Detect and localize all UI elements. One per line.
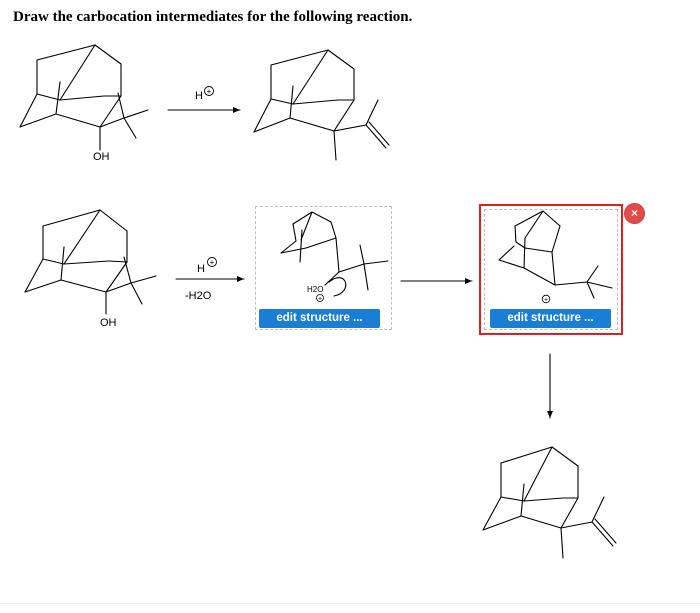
row2-hydroxyl-label: OH [100, 317, 117, 329]
intermediate1-drawing-area[interactable] [255, 206, 392, 330]
row1-hydroxyl-label: OH [93, 151, 110, 163]
row2-proton-charge-icon [207, 257, 217, 267]
edit-structure-button-1[interactable]: edit structure ... [259, 309, 380, 328]
intermediate1-charge-sign: + [318, 296, 322, 303]
intermediate1-structure [280, 211, 389, 297]
intermediate2-structure [498, 210, 613, 299]
row2-reactant-structure [24, 209, 157, 315]
row2-proton-charge-sign: + [210, 258, 215, 267]
intermediate1-charge-icon [316, 294, 324, 302]
row2-water-loss-label: -H2O [185, 290, 212, 302]
intermediate2-drawing-inner-border [484, 209, 618, 330]
bottom-divider [0, 603, 700, 604]
row1-product-structure [253, 49, 390, 161]
edit-structure-button-2[interactable]: edit structure ... [490, 309, 611, 328]
intermediate1-water-label: H2O [307, 285, 323, 294]
row1-proton-label: H [195, 90, 203, 102]
row2-proton-label: H [197, 263, 205, 275]
row1-reactant-structure [19, 44, 149, 151]
row1-proton-charge-sign: + [207, 87, 212, 96]
row2-product-structure [482, 446, 617, 559]
intermediate2-charge-icon [541, 294, 551, 304]
intermediate2-charge-sign: + [544, 297, 548, 304]
remove-structure-close-icon[interactable]: × [625, 204, 644, 223]
intermediate2-drawing-area[interactable] [479, 204, 623, 335]
question-title: Draw the carbocation intermediates for t… [13, 9, 413, 25]
row1-proton-charge-icon [204, 86, 214, 96]
